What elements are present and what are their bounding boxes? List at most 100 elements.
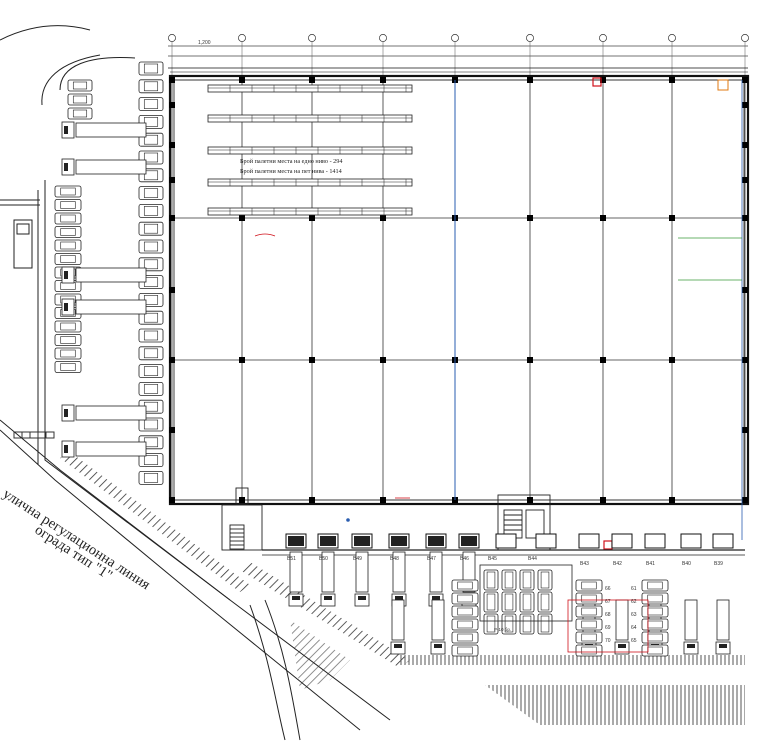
truck [614, 599, 630, 655]
parked-car [138, 79, 164, 94]
grid-dimension: 1,200 [198, 40, 211, 46]
column [669, 497, 675, 503]
dock-door [578, 533, 600, 549]
parked-car [138, 61, 164, 76]
column [742, 77, 748, 83]
column [742, 287, 748, 293]
parked-car [54, 239, 82, 252]
dock-label: В47 [427, 556, 436, 562]
column [309, 77, 315, 83]
parked-car [54, 320, 82, 333]
axis-bubble [168, 34, 176, 42]
parked-car [641, 605, 669, 618]
dock-label: В43 [580, 561, 589, 567]
parked-car [54, 253, 82, 265]
parked-car [138, 257, 164, 272]
color-accents [254, 77, 743, 550]
rack-row [207, 84, 413, 93]
rack-row [207, 178, 413, 187]
parking-number: 61 [631, 586, 637, 592]
column [669, 215, 675, 221]
axis-bubble [238, 34, 246, 42]
parked-car [641, 618, 669, 631]
parked-car [67, 93, 93, 106]
left-parking [54, 61, 164, 485]
column [742, 142, 748, 148]
parked-car [519, 591, 535, 613]
column [380, 77, 386, 83]
dock-label: В41 [646, 561, 655, 567]
south-annex [221, 487, 745, 556]
parked-car [641, 579, 669, 592]
parked-car [138, 97, 164, 111]
dock-leveler [288, 536, 304, 546]
parked-car [575, 618, 603, 631]
parked-car [138, 221, 164, 236]
parked-car [575, 631, 603, 644]
dock-leveler [461, 536, 477, 546]
column [600, 215, 606, 221]
column [600, 497, 606, 503]
column [169, 177, 175, 183]
truck [288, 551, 304, 607]
dock-leveler [320, 536, 336, 546]
parked-car [138, 364, 164, 379]
parking-number: 62 [631, 599, 637, 605]
parked-car [537, 569, 553, 591]
parked-car [54, 185, 82, 198]
parked-car [138, 453, 164, 468]
parked-car [54, 212, 82, 225]
column [239, 77, 245, 83]
parked-car [483, 591, 499, 613]
left-truck-docks [61, 121, 147, 458]
dock-door [644, 533, 666, 549]
column [600, 357, 606, 363]
dock-leveler [391, 536, 407, 546]
dock-label: В44 [528, 556, 537, 562]
dock-leveler [428, 536, 444, 546]
parking-outline [567, 599, 649, 653]
parked-car [483, 569, 499, 591]
parked-car [138, 328, 164, 343]
parked-car [67, 107, 93, 120]
parked-car [575, 605, 603, 618]
parked-car [451, 592, 479, 605]
parking-number: 63 [631, 612, 637, 618]
dock-label: В49 [353, 556, 362, 562]
column [742, 357, 748, 363]
dock-label: В40 [682, 561, 691, 567]
parked-car [451, 631, 479, 644]
truck [61, 266, 147, 284]
column [169, 142, 175, 148]
building-outline [168, 67, 750, 506]
truck [683, 599, 699, 655]
column [239, 215, 245, 221]
parked-car [519, 569, 535, 591]
dock-label: В50 [319, 556, 328, 562]
parked-car [67, 79, 93, 92]
parked-car [501, 591, 517, 613]
dock-door [495, 533, 517, 549]
dock-leveler [354, 536, 370, 546]
column [380, 497, 386, 503]
parked-car [519, 613, 535, 635]
column [742, 427, 748, 433]
truck [320, 551, 336, 607]
parked-car [54, 361, 82, 373]
parked-car [537, 613, 553, 635]
axis-bubble [668, 34, 676, 42]
column [527, 357, 533, 363]
site-boundary [0, 25, 391, 741]
parked-car [501, 569, 517, 591]
column [309, 357, 315, 363]
column [169, 357, 175, 363]
parked-car [54, 347, 82, 360]
truck [61, 121, 147, 139]
parking-number: 70 [605, 638, 611, 644]
rack-row [207, 114, 413, 123]
column [169, 497, 175, 503]
column [239, 497, 245, 503]
dock-label: В39 [714, 561, 723, 567]
truck [430, 599, 446, 655]
column [239, 357, 245, 363]
